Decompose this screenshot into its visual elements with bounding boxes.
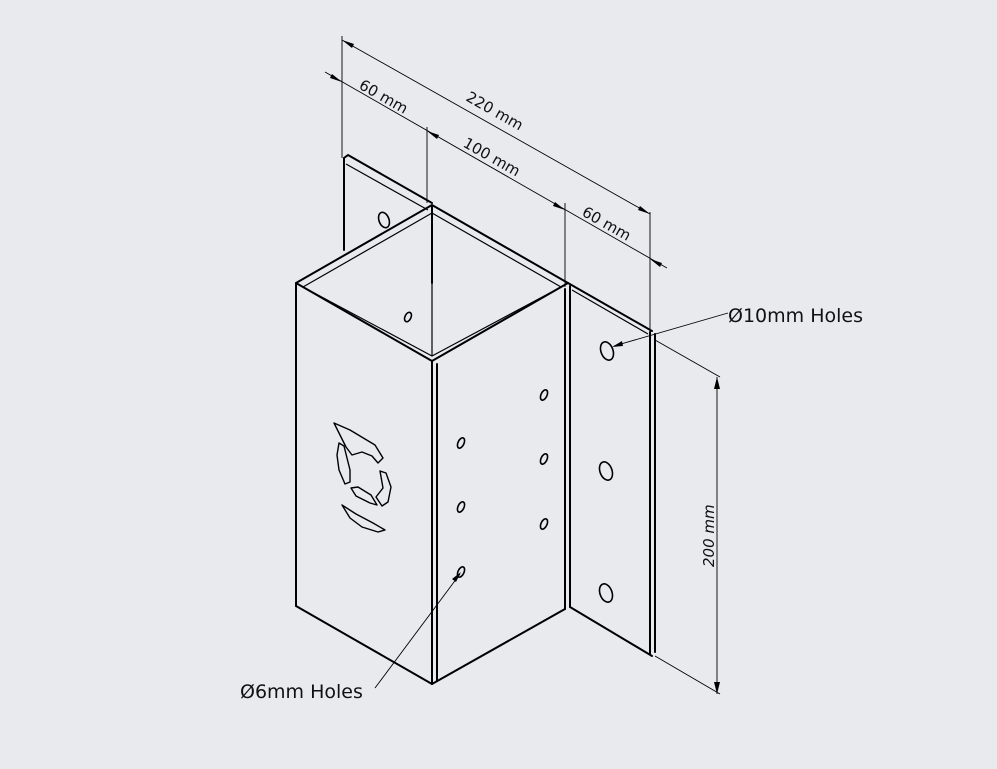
logo-cutout-icon [333,422,392,533]
dim-overall-width: 220 mm [463,88,526,135]
dim-center-channel: 100 mm [460,134,523,181]
inner-hole-icon [403,311,413,323]
callout-small-holes: Ø6mm Holes [240,572,461,703]
small-hole-icon [539,518,549,530]
channel-top-rim [295,204,569,362]
callout-large-holes: Ø10mm Holes [612,305,863,347]
dim-right-flange: 60 mm [579,203,634,245]
dim-height: 200 mm [700,504,718,567]
callout-large-holes-label: Ø10mm Holes [728,305,863,327]
callout-small-holes-label: Ø6mm Holes [240,681,363,703]
left-flange-hole-icon [377,211,391,229]
dimension-lines [324,36,721,695]
large-hole-icon [598,461,614,481]
small-hole-icon [539,453,549,465]
dim-left-flange: 60 mm [356,76,411,118]
large-hole-icon [599,341,615,361]
left-flange [343,154,433,251]
large-hole-icon [598,583,614,603]
right-flange [567,282,656,657]
small-hole-icon [456,437,466,449]
small-hole-icon [456,566,466,578]
small-hole-icon [539,389,549,401]
channel-front-face [431,285,571,685]
channel-left-face [295,282,438,685]
small-hole-icon [456,501,466,513]
